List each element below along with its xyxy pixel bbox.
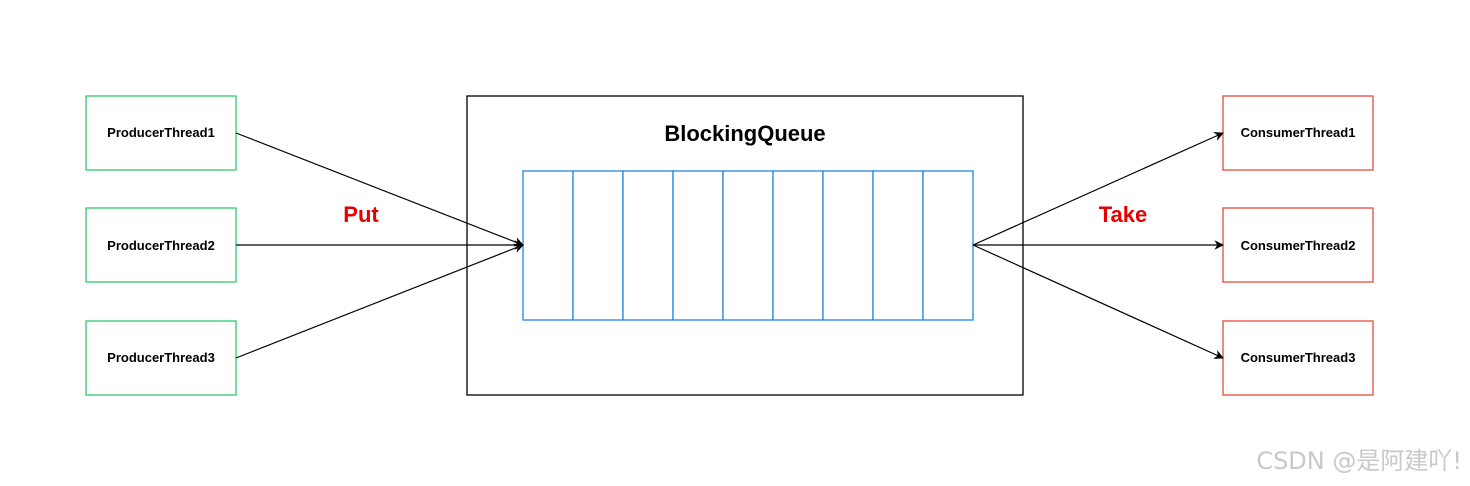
queue-slot bbox=[572, 170, 624, 321]
queue-slots bbox=[522, 170, 974, 321]
consumer-node-1: ConsumerThread1 bbox=[1222, 95, 1374, 171]
take-arrow-3 bbox=[972, 244, 1224, 359]
producer-label-1: ProducerThread1 bbox=[107, 125, 215, 140]
producer-box-1 bbox=[85, 95, 237, 171]
queue-slot bbox=[722, 170, 774, 321]
queue-slot bbox=[772, 170, 824, 321]
producer-node-1: ProducerThread1 bbox=[85, 95, 237, 171]
producer-box-3 bbox=[85, 320, 237, 396]
consumer-label-1: ConsumerThread1 bbox=[1241, 125, 1356, 140]
consumer-label-3: ConsumerThread3 bbox=[1241, 350, 1356, 365]
consumer-box-1 bbox=[1222, 95, 1374, 171]
take-label: Take bbox=[1099, 202, 1148, 227]
producer-label-3: ProducerThread3 bbox=[107, 350, 215, 365]
consumer-box-2 bbox=[1222, 207, 1374, 283]
queue-slot bbox=[522, 170, 574, 321]
queue-slot bbox=[672, 170, 724, 321]
consumer-label-2: ConsumerThread2 bbox=[1241, 238, 1356, 253]
blocking-queue-container: BlockingQueue bbox=[466, 95, 1024, 396]
queue-slot bbox=[822, 170, 874, 321]
queue-slot bbox=[622, 170, 674, 321]
consumer-node-3: ConsumerThread3 bbox=[1222, 320, 1374, 396]
producer-node-2: ProducerThread2 bbox=[85, 207, 237, 283]
producer-node-3: ProducerThread3 bbox=[85, 320, 237, 396]
consumer-box-3 bbox=[1222, 320, 1374, 396]
producer-label-2: ProducerThread2 bbox=[107, 238, 215, 253]
take-arrow-1 bbox=[972, 132, 1224, 246]
put-label: Put bbox=[343, 202, 379, 227]
queue-slot bbox=[872, 170, 924, 321]
watermark: CSDN @是阿建吖! bbox=[1256, 447, 1462, 475]
queue-slot bbox=[922, 170, 974, 321]
consumer-node-2: ConsumerThread2 bbox=[1222, 207, 1374, 283]
producer-box-2 bbox=[85, 207, 237, 283]
put-arrow-1 bbox=[235, 132, 524, 247]
put-arrow-3 bbox=[235, 243, 524, 359]
blocking-queue-title: BlockingQueue bbox=[664, 121, 825, 146]
